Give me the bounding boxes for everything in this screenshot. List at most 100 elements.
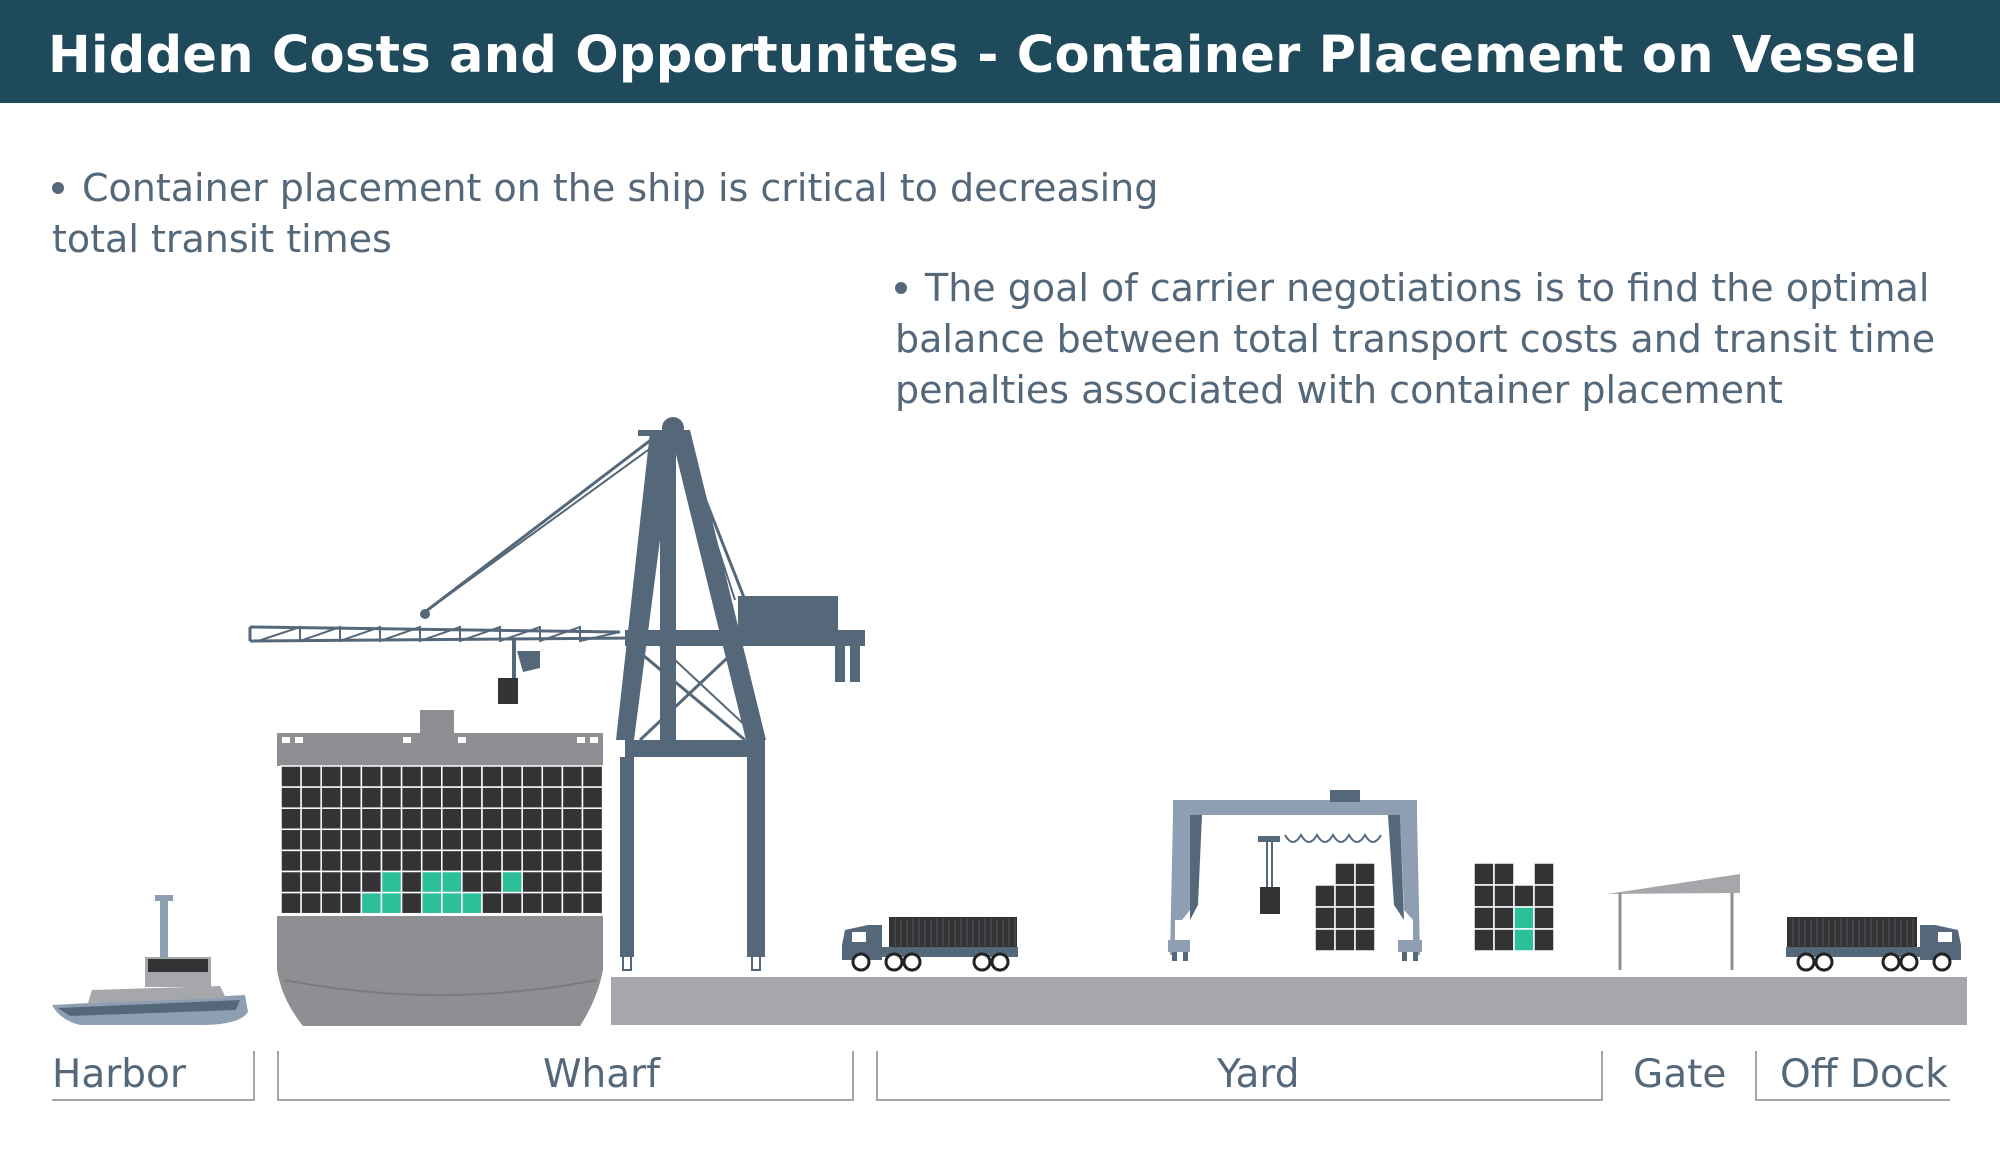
container-box bbox=[541, 849, 564, 873]
off-dock-truck-icon bbox=[1786, 917, 1961, 972]
container-ship-icon bbox=[277, 710, 604, 1026]
container-box bbox=[441, 849, 463, 873]
container-box bbox=[420, 849, 443, 873]
container-box bbox=[280, 828, 302, 852]
container-box bbox=[441, 786, 463, 809]
container-box bbox=[360, 849, 383, 873]
container-box bbox=[320, 891, 343, 915]
container-box bbox=[320, 828, 343, 852]
ship-container-stack bbox=[280, 765, 604, 915]
container-box bbox=[561, 870, 584, 894]
container-box bbox=[1493, 928, 1515, 952]
container-box bbox=[400, 807, 423, 831]
container-box bbox=[1314, 884, 1336, 908]
container-box bbox=[481, 786, 503, 809]
container-box bbox=[280, 786, 302, 809]
container-box bbox=[1334, 928, 1356, 952]
bullet-dot bbox=[52, 181, 64, 194]
container-box bbox=[340, 786, 363, 809]
container-box bbox=[400, 849, 423, 873]
container-box bbox=[461, 870, 483, 894]
zone-label-gate: Gate bbox=[1633, 1052, 1727, 1097]
container-box bbox=[320, 870, 343, 894]
container-box bbox=[521, 807, 544, 831]
container-box bbox=[501, 870, 523, 894]
container-box bbox=[360, 870, 383, 894]
container-box bbox=[1334, 862, 1356, 886]
container-box bbox=[481, 807, 503, 831]
container-box bbox=[400, 870, 423, 894]
container-box bbox=[521, 765, 544, 788]
container-box bbox=[501, 807, 523, 831]
container-box bbox=[501, 765, 523, 788]
container-box bbox=[541, 807, 564, 831]
gate-canopy-icon bbox=[1607, 874, 1740, 970]
container-box bbox=[400, 828, 423, 852]
container-box bbox=[1533, 906, 1555, 930]
container-box bbox=[380, 891, 403, 915]
container-box bbox=[1473, 862, 1495, 886]
container-box bbox=[320, 765, 343, 788]
zone-label-yard: Yard bbox=[1217, 1052, 1300, 1097]
container-box bbox=[320, 849, 343, 873]
off-dock-bracket bbox=[1755, 1051, 1950, 1101]
container-box bbox=[521, 786, 544, 809]
container-box bbox=[501, 828, 523, 852]
container-box bbox=[481, 828, 503, 852]
container-box bbox=[420, 870, 443, 894]
container-box bbox=[280, 849, 302, 873]
zone-brackets bbox=[52, 1051, 1950, 1101]
container-box bbox=[340, 891, 363, 915]
container-box bbox=[541, 765, 564, 788]
bullet-text-placement: Container placement on the ship is criti… bbox=[52, 166, 1159, 261]
container-box bbox=[320, 807, 343, 831]
container-box bbox=[1354, 884, 1376, 908]
container-box bbox=[400, 765, 423, 788]
container-box bbox=[1334, 884, 1356, 908]
container-box bbox=[541, 786, 564, 809]
container-box bbox=[581, 849, 604, 873]
container-box bbox=[561, 828, 584, 852]
container-box bbox=[280, 765, 302, 788]
terminal-truck-icon bbox=[842, 917, 1018, 972]
container-box bbox=[360, 786, 383, 809]
container-box bbox=[461, 807, 483, 831]
container-box bbox=[541, 828, 564, 852]
bullet-text-negotiations: The goal of carrier negotiations is to f… bbox=[895, 266, 1936, 412]
container-box bbox=[1354, 928, 1376, 952]
container-box bbox=[521, 828, 544, 852]
container-box bbox=[441, 807, 463, 831]
container-box bbox=[501, 786, 523, 809]
container-box bbox=[481, 849, 503, 873]
container-box bbox=[340, 849, 363, 873]
container-box bbox=[1473, 906, 1495, 930]
zone-label-off-dock: Off Dock bbox=[1780, 1052, 1948, 1097]
container-box bbox=[581, 807, 604, 831]
container-box bbox=[481, 891, 503, 915]
container-box bbox=[1334, 906, 1356, 930]
container-box bbox=[300, 828, 322, 852]
yard-gantry-crane-icon bbox=[1168, 790, 1422, 961]
container-box bbox=[360, 765, 383, 788]
container-box bbox=[300, 870, 322, 894]
container-box bbox=[340, 807, 363, 831]
ship-to-shore-crane-icon bbox=[248, 417, 865, 971]
container-box bbox=[561, 849, 584, 873]
container-box bbox=[1354, 906, 1376, 930]
container-box bbox=[360, 807, 383, 831]
container-box bbox=[280, 807, 302, 831]
harbor-bracket bbox=[52, 1051, 255, 1101]
container-box bbox=[561, 765, 584, 788]
container-box bbox=[441, 828, 463, 852]
wharf-ground bbox=[611, 977, 1967, 1025]
container-box bbox=[300, 849, 322, 873]
container-box bbox=[1473, 928, 1495, 952]
container-box bbox=[380, 849, 403, 873]
container-box bbox=[380, 807, 403, 831]
container-box bbox=[561, 891, 584, 915]
container-box bbox=[300, 807, 322, 831]
container-box bbox=[1533, 862, 1555, 886]
container-box bbox=[581, 891, 604, 915]
tugboat-icon bbox=[52, 895, 248, 1025]
